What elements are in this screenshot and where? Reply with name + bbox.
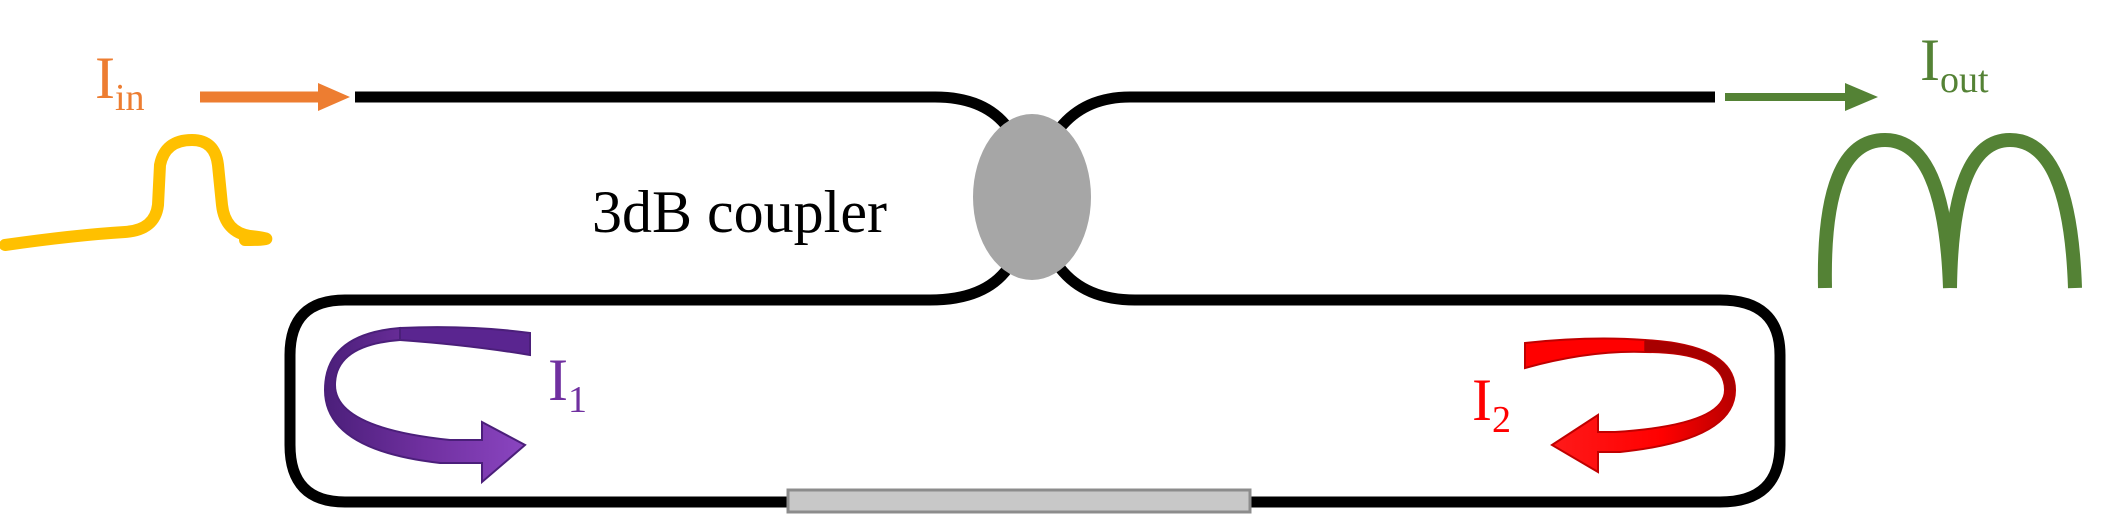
coupler-label: 3dB coupler <box>592 179 887 245</box>
current-1-arrow <box>323 326 531 485</box>
loop-waveguide-right <box>1055 264 1786 508</box>
coupler-ellipse <box>973 114 1091 280</box>
fiber-section <box>786 488 1252 514</box>
current-2-arrow <box>1524 337 1737 474</box>
loop-waveguide-left <box>284 264 1013 508</box>
output-arrow <box>1725 83 1878 111</box>
input-arrow <box>200 83 350 111</box>
input-waveguide <box>355 91 1013 132</box>
output-fringe-2 <box>1943 132 2082 289</box>
current-2-label: I2 <box>1472 367 1511 441</box>
input-pulse <box>0 134 273 251</box>
output-label: Iout <box>1920 27 1989 101</box>
current-1-label: I1 <box>548 347 587 421</box>
output-waveguide <box>1055 91 1715 132</box>
input-label: Iin <box>95 45 145 119</box>
output-fringe-1 <box>1817 132 1957 289</box>
